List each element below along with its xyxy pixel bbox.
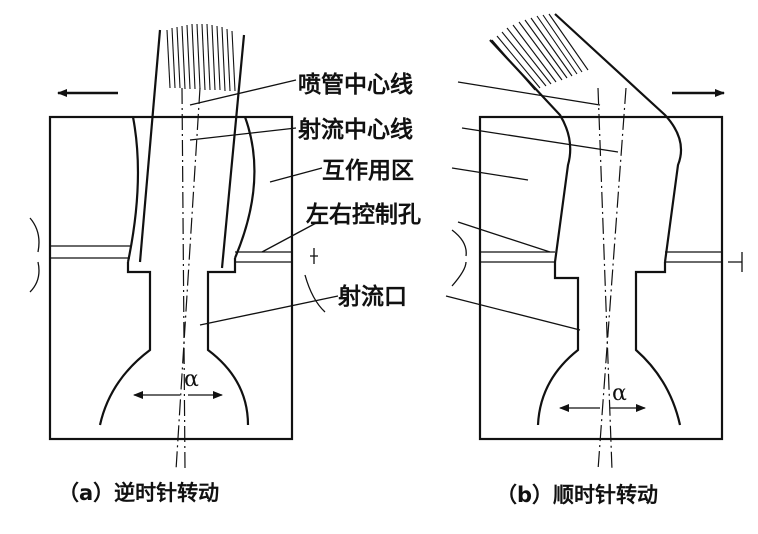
nozzle-centerline-a [175, 87, 201, 471]
zone-wall-a-left [126, 116, 140, 263]
control-channel-b [480, 251, 722, 263]
nozzle-centerline-b [597, 87, 613, 471]
label-alpha-a: α [184, 367, 199, 392]
control-mark-a-right [310, 248, 318, 264]
label-control-holes: 左右控制孔 [306, 201, 421, 228]
diagram-b [451, 13, 743, 471]
control-mark-b-left [451, 229, 467, 287]
outlet-b-right [634, 262, 682, 426]
caption-b: （b）顺时针转动 [496, 483, 658, 507]
jet-centerline-a [181, 87, 186, 471]
diagram-a [29, 23, 326, 471]
caption-a: （a）逆时针转动 [58, 481, 219, 505]
outlet-b-left [536, 262, 580, 426]
label-jet-centerline: 射流中心线 [297, 116, 413, 143]
label-interaction-zone: 互作用区 [322, 158, 414, 184]
control-mark-b-right [728, 252, 743, 272]
label-alpha-b: α [612, 381, 627, 406]
housing-a [48, 115, 294, 441]
control-arc-a [304, 274, 326, 313]
nozzle-wall-b-left [489, 39, 572, 263]
control-channel-a [50, 245, 292, 263]
nozzle-wall-b-right [554, 13, 683, 263]
zone-wall-a-right [233, 116, 256, 259]
control-mark-a-left [29, 217, 40, 293]
nozzle-hatch-b [491, 13, 589, 91]
label-jet-outlet: 射流口 [337, 283, 407, 310]
nozzle-wall-a-right [220, 34, 246, 269]
nozzle-wall-a-left [138, 29, 162, 263]
jet-centerline-b [597, 87, 627, 471]
nozzle-hatch-a [166, 23, 236, 92]
outlet-a-left [98, 262, 152, 426]
label-nozzle-centerline: 喷管中心线 [298, 71, 413, 98]
housing-b [478, 115, 724, 441]
outlet-a-right [206, 258, 250, 426]
leader-lines [189, 79, 619, 331]
